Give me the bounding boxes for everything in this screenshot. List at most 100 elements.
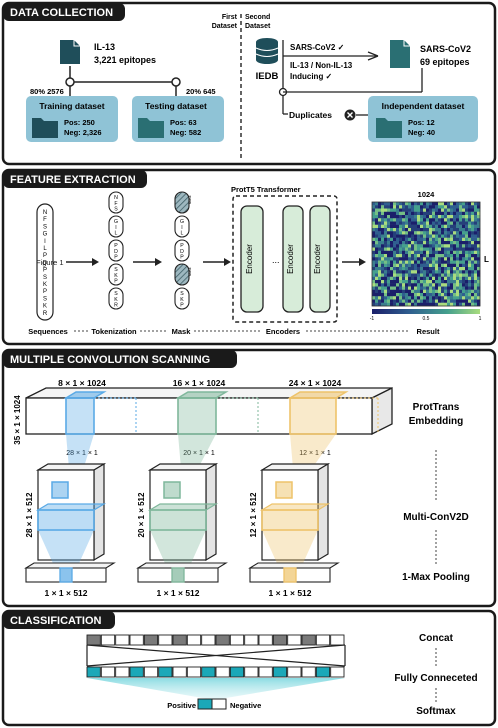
heatmap-cell — [387, 273, 391, 277]
heatmap-cell — [477, 296, 481, 300]
heatmap-cell — [462, 247, 466, 251]
heatmap-cell — [474, 296, 478, 300]
heatmap-cell — [384, 202, 388, 206]
section-title-tab — [3, 3, 125, 21]
heatmap-cell — [429, 302, 433, 307]
heatmap-cell — [405, 208, 409, 212]
heatmap-cell — [444, 289, 448, 294]
heatmap-cell — [426, 293, 430, 297]
heatmap-cell — [459, 247, 463, 251]
embedding-size-label: 35 × 1 × 1024 — [13, 395, 22, 445]
heatmap-cell — [444, 221, 448, 225]
heatmap-cell — [429, 276, 433, 281]
heatmap-cell — [453, 221, 457, 225]
heatmap-cell — [465, 231, 469, 235]
heatmap-cell — [477, 224, 481, 229]
heatmap-cell — [468, 302, 472, 307]
token-char: K — [180, 297, 184, 303]
second-dataset-label-2: Dataset — [245, 23, 271, 30]
heatmap-cell — [384, 302, 388, 307]
heatmap-cell — [402, 228, 406, 232]
heatmap-cell — [393, 208, 397, 212]
heatmap-cell — [447, 231, 451, 235]
heatmap-cell — [378, 280, 382, 284]
heatmap-cell — [441, 260, 445, 264]
heatmap-cell — [420, 254, 424, 258]
heatmap-cell — [393, 283, 397, 287]
heatmap-cell — [384, 270, 388, 274]
vector-cell — [229, 666, 245, 678]
heatmap-cell — [402, 211, 406, 216]
heatmap-cell — [477, 241, 481, 245]
heatmap-cell — [372, 280, 376, 284]
heatmap-cell — [414, 234, 418, 238]
heatmap-cell — [387, 208, 391, 212]
mask-tag: Mask — [188, 195, 192, 204]
heatmap-cell — [429, 270, 433, 274]
heatmap-cell — [423, 273, 427, 277]
heatmap-cell — [453, 218, 457, 222]
token-pill: GIL — [174, 215, 190, 238]
heatmap-cell — [393, 228, 397, 232]
embedding-label-2: Embedding — [409, 416, 463, 427]
independent-neg: Neg: 40 — [408, 128, 435, 137]
heatmap-cell — [417, 231, 421, 235]
vector-cell — [201, 634, 216, 646]
heatmap-cell — [384, 289, 388, 294]
heatmap-cell — [447, 224, 451, 229]
heatmap-cell — [396, 231, 400, 235]
heatmap-cell — [450, 280, 454, 284]
heatmap-cell — [399, 244, 403, 248]
heatmap-cell — [390, 302, 394, 307]
heatmap-cell — [447, 237, 451, 242]
heatmap-cell — [441, 208, 445, 212]
heatmap-cell — [390, 273, 394, 277]
heatmap-cell — [465, 293, 469, 297]
heatmap-cell — [417, 289, 421, 294]
heatmap-cell — [444, 280, 448, 284]
heatmap-cell — [465, 221, 469, 225]
heatmap-cell — [381, 273, 385, 277]
heatmap-cell — [399, 299, 403, 303]
heatmap-cell — [375, 283, 379, 287]
heatmap-cell — [459, 211, 463, 216]
heatmap-cell — [399, 208, 403, 212]
pool-size-label: 1 × 1 × 512 — [44, 588, 87, 598]
heatmap-cell — [459, 208, 463, 212]
heatmap-cell — [411, 234, 415, 238]
heatmap-cell — [477, 228, 481, 232]
heatmap-cell — [393, 293, 397, 297]
heatmap-cell — [375, 299, 379, 303]
heatmap-cell — [423, 247, 427, 251]
heatmap-cell — [372, 250, 376, 255]
heatmap-cell — [387, 302, 391, 307]
sars-filter-tag: SARS-CoV2 ✓ — [290, 43, 344, 52]
heatmap-cell — [441, 231, 445, 235]
token-pill: PDP — [174, 239, 190, 262]
heatmap-cell — [438, 221, 442, 225]
heatmap-cell — [459, 270, 463, 274]
heatmap-cell — [432, 263, 436, 268]
heatmap-cell — [390, 215, 394, 219]
heatmap-cell — [462, 293, 466, 297]
heatmap-cell — [462, 296, 466, 300]
heatmap-cell — [396, 296, 400, 300]
heatmap-cell — [381, 260, 385, 264]
heatmap-cell — [453, 286, 457, 290]
heatmap-cell — [399, 302, 403, 307]
heatmap-cell — [375, 228, 379, 232]
heatmap-cell — [411, 228, 415, 232]
heatmap-cell — [453, 263, 457, 268]
heatmap-cell — [393, 234, 397, 238]
heatmap-cell — [378, 302, 382, 307]
heatmap-cell — [396, 267, 400, 271]
heatmap-cell — [450, 250, 454, 255]
database-icon — [255, 38, 279, 64]
heatmap-cell — [477, 211, 481, 216]
heatmap-cell — [453, 208, 457, 212]
heatmap-cell — [420, 247, 424, 251]
heatmap-cell — [423, 260, 427, 264]
heatmap-cell — [471, 286, 475, 290]
